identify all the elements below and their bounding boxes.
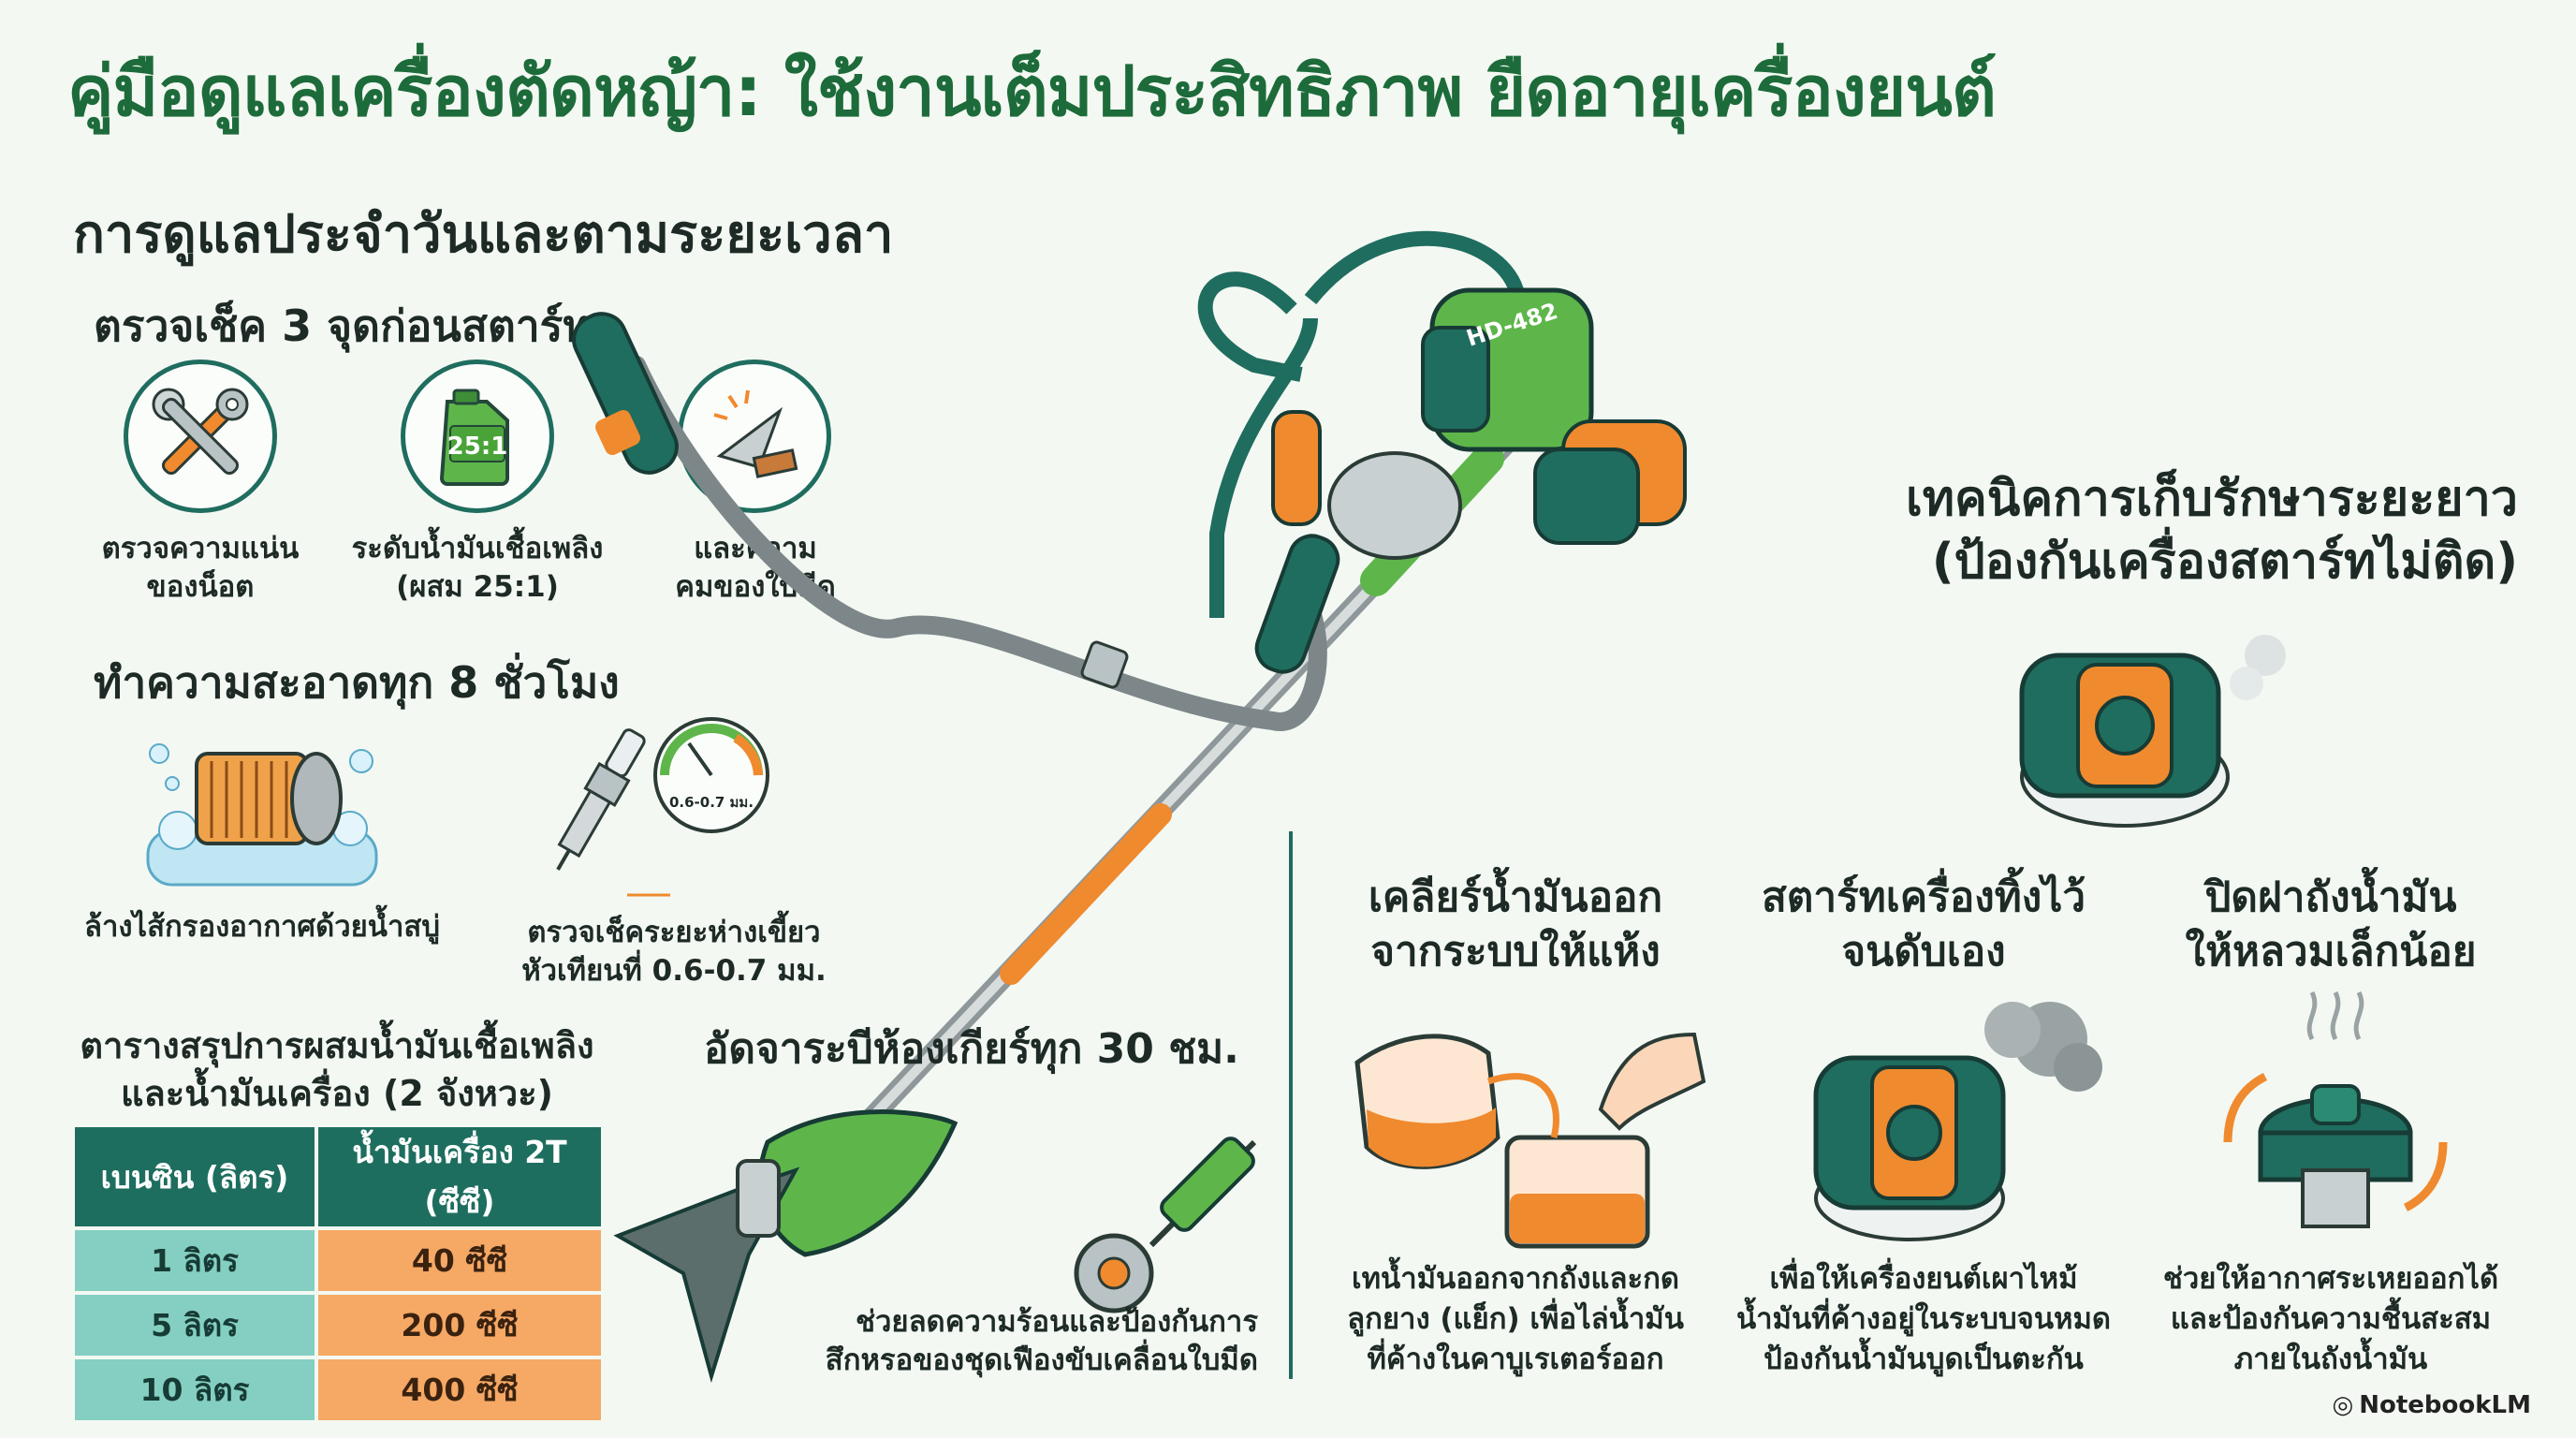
brand-label: NotebookLM bbox=[2359, 1391, 2531, 1419]
grease-caption: ช่วยลดความร้อนและป้องกันการ สึกหรอของชุด… bbox=[825, 1305, 1258, 1378]
table-row: 5 ลิตร 200 ซีซี bbox=[75, 1295, 601, 1356]
table-cell-petrol: 10 ลิตร bbox=[75, 1359, 315, 1420]
table-row: 10 ลิตร 400 ซีซี bbox=[75, 1359, 601, 1420]
clean-caption-filter: ล้างไส้กรองอากาศด้วยน้ำสบู่ bbox=[83, 910, 440, 944]
precheck-caption-fuel: ระดับน้ำมันเชื้อเพลิง (ผสม 25:1) bbox=[351, 532, 604, 605]
table-cell-oil: 200 ซีซี bbox=[318, 1295, 601, 1356]
table-cell-oil: 40 ซีซี bbox=[318, 1230, 601, 1291]
brand-watermark: ◎NotebookLM bbox=[2333, 1391, 2531, 1419]
table-row: 1 ลิตร 40 ซีซี bbox=[75, 1230, 601, 1291]
drain-fuel-icon bbox=[1339, 997, 1713, 1250]
section-heading-daily: การดูแลประจำวันและตามระยะเวลา bbox=[73, 204, 894, 265]
precheck-caption-bolts: ตรวจความแน่น ของน็อต bbox=[101, 532, 300, 605]
storage-step-title-2: สตาร์ทเครื่องทิ้งไว้ จนดับเอง bbox=[1761, 873, 2086, 976]
wrench-icon bbox=[124, 360, 277, 513]
table-header-oil: น้ำมันเครื่อง 2T (ซีซี) bbox=[318, 1127, 601, 1226]
notebooklm-logo-icon: ◎ bbox=[2332, 1391, 2354, 1419]
brush-cutter-illustration: HD-482 bbox=[562, 178, 1891, 1395]
section-heading-grease: อัดจาระบีห้องเกียร์ทุก 30 ชม. bbox=[704, 1025, 1239, 1073]
page-title: คู่มือดูแลเครื่องตัดหญ้า: ใช้งานเต็มประส… bbox=[67, 51, 1997, 132]
storage-step-caption-3: ช่วยให้อากาศระเหยออกได้ และป้องกันความชื… bbox=[2162, 1262, 2499, 1376]
spark-plug-icon: 0.6-0.7 มม. bbox=[524, 712, 777, 899]
engine-smoke-icon bbox=[1807, 992, 2106, 1245]
section-heading-precheck: ตรวจเช็ค 3 จุดก่อนสตาร์ท bbox=[94, 301, 592, 351]
section-heading-storage: เทคนิคการเก็บรักษาระยะยาว (ป้องกันเครื่อ… bbox=[1905, 471, 2518, 590]
gap-gauge-label: 0.6-0.7 มม. bbox=[669, 794, 754, 811]
table-cell-petrol: 1 ลิตร bbox=[75, 1230, 315, 1291]
storage-step-title-3: ปิดฝาถังน้ำมัน ให้หลวมเล็กน้อย bbox=[2185, 873, 2477, 976]
table-heading: ตารางสรุปการผสมน้ำมันเชื้อเพลิง และน้ำมั… bbox=[80, 1025, 594, 1115]
storage-step-caption-2: เพื่อให้เครื่องยนต์เผาไหม้ น้ำมันที่ค้าง… bbox=[1735, 1262, 2112, 1376]
storage-step-caption-1: เทน้ำมันออกจากถังและกด ลูกยาง (แย็ก) เพื… bbox=[1347, 1262, 1684, 1376]
fuel-can-icon: 25:1 bbox=[401, 360, 554, 513]
table-cell-oil: 400 ซีซี bbox=[318, 1359, 601, 1420]
divider bbox=[1289, 831, 1293, 1379]
table-header-petrol: เบนซิน (ลิตร) bbox=[75, 1127, 315, 1226]
fuel-ratio-label: 25:1 bbox=[447, 433, 508, 461]
storage-step-title-1: เคลียร์น้ำมันออก จากระบบให้แห้ง bbox=[1368, 873, 1663, 976]
section-heading-clean: ทำความสะอาดทุก 8 ชั่วโมง bbox=[94, 657, 620, 708]
fuel-mix-table: เบนซิน (ลิตร) น้ำมันเครื่อง 2T (ซีซี) 1 … bbox=[71, 1123, 605, 1424]
clean-caption-plug: ตรวจเช็คระยะห่างเขี้ยว หัวเทียนที่ 0.6-0… bbox=[521, 916, 827, 989]
fuel-cap-icon bbox=[2218, 983, 2452, 1236]
table-cell-petrol: 5 ลิตร bbox=[75, 1295, 315, 1356]
engine-top-icon bbox=[2012, 618, 2293, 833]
air-filter-icon bbox=[140, 726, 384, 889]
